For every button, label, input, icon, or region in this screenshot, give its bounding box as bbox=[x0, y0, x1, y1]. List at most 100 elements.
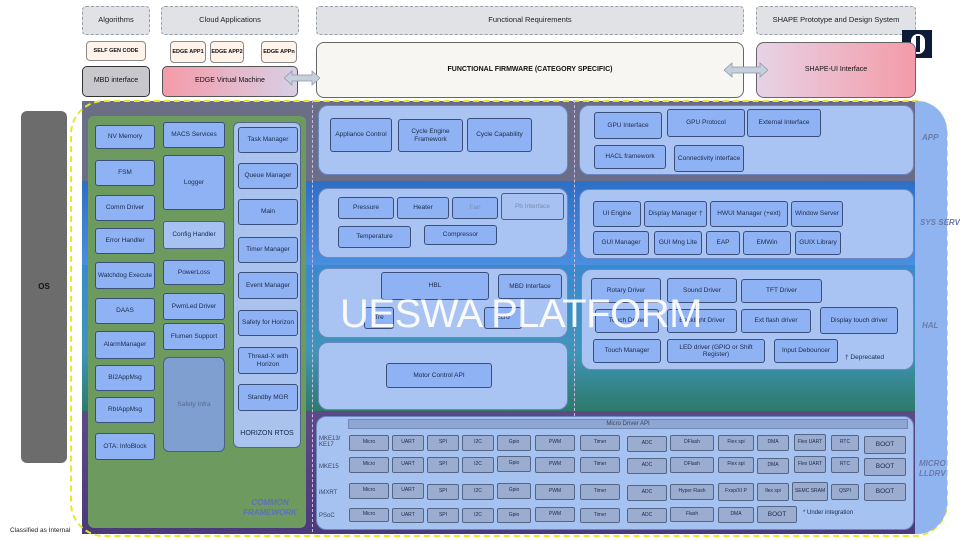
micro-cell: Micro bbox=[349, 483, 389, 499]
micro-cell: Micro bbox=[349, 435, 389, 451]
connectivity-interface: Connectivity interface bbox=[674, 145, 744, 172]
micro-cell: SPI bbox=[427, 435, 459, 451]
micro-cell: Timer bbox=[580, 457, 620, 473]
micro-cell: Flash bbox=[670, 507, 714, 522]
self-gen-code: SELF GEN CODE bbox=[86, 41, 146, 61]
os-block: OS bbox=[21, 111, 67, 463]
rotary-driver: Rotary Driver bbox=[591, 278, 661, 303]
queue-manager: Queue Manager bbox=[238, 163, 298, 189]
micro-cell: SEMC SRAM bbox=[792, 482, 828, 501]
micro-cell: Micro bbox=[349, 457, 389, 473]
micro-cell: UART bbox=[392, 483, 424, 499]
edge-app2: EDGE APP2 bbox=[210, 41, 244, 63]
micro-driver-api: Micro Driver API bbox=[348, 419, 908, 429]
tft-driver: TFT Driver bbox=[741, 279, 822, 303]
window-server: Window Server bbox=[791, 201, 843, 227]
micro-cell: Timer bbox=[580, 435, 620, 451]
micro-cell: DMA bbox=[757, 435, 789, 451]
bi2appmsg: BI2AppMsg bbox=[95, 365, 155, 391]
config-handler: Config Handler bbox=[163, 221, 225, 249]
input-debouncer: Input Debouncer bbox=[774, 339, 838, 363]
micro-cell: I2C bbox=[462, 457, 494, 473]
micro-cell: UART bbox=[392, 508, 424, 523]
micro-cell: I2C bbox=[462, 508, 494, 523]
mbd-interface-hal: MBD Interface bbox=[498, 274, 562, 299]
header-functional-requirements: Functional Requirements bbox=[316, 6, 744, 35]
micro-cell: DMA bbox=[757, 458, 789, 474]
row-label-imxrt: iMXRT bbox=[319, 490, 338, 496]
micro-cell: Gpio bbox=[497, 435, 531, 451]
gpu-interface: GPU Interface bbox=[594, 112, 662, 139]
micro-cell-boot: BOOT bbox=[757, 506, 797, 523]
micro-cell: ADC bbox=[627, 485, 667, 501]
temperature: Temperature bbox=[338, 226, 411, 248]
micro-cell: I2C bbox=[462, 435, 494, 451]
micro-cell: Gpio bbox=[497, 508, 531, 523]
divider bbox=[574, 100, 575, 416]
footer-classification: Classified as Internal bbox=[10, 527, 71, 534]
compressor: Compressor bbox=[424, 225, 497, 245]
edge-appn: EDGE APPn bbox=[261, 41, 297, 63]
micro-cell: PWM bbox=[535, 484, 575, 500]
micro-cell: SPI bbox=[427, 484, 459, 500]
display-manager: Display Manager † bbox=[644, 201, 707, 227]
micro-cell: Gpio bbox=[497, 483, 531, 499]
micro-cell: flex spi bbox=[757, 483, 789, 501]
layer-label-app: APP bbox=[922, 133, 939, 142]
micro-cell: I2C bbox=[462, 484, 494, 500]
backlight-driver: Backlight Driver bbox=[667, 309, 737, 333]
horizon-rtos-label: HORIZON RTOS bbox=[240, 429, 294, 437]
external-interface: External Interface bbox=[747, 109, 821, 137]
micro-cell: DFlash bbox=[670, 435, 714, 451]
micro-cell: DFlash bbox=[670, 457, 714, 473]
micro-cell: RTC bbox=[831, 435, 859, 451]
functional-firmware: FUNCTIONAL FIRMWARE (CATEGORY SPECIFIC) bbox=[316, 42, 744, 98]
micro-cell: PWM bbox=[535, 457, 575, 473]
micro-cell: Fxsp/XI P bbox=[718, 483, 754, 501]
event-manager: Event Manager bbox=[238, 272, 298, 299]
header-shape: SHAPE Prototype and Design System bbox=[756, 6, 916, 35]
emwin: EMWin bbox=[743, 231, 791, 255]
safety-infra: Safety Infra bbox=[163, 357, 225, 452]
task-manager: Task Manager bbox=[238, 127, 298, 153]
layer-label-band bbox=[915, 101, 947, 534]
divider bbox=[312, 100, 313, 532]
micro-cell-boot: BOOT bbox=[864, 458, 906, 476]
daas: DAAS bbox=[95, 298, 155, 324]
double-arrow-icon bbox=[284, 70, 320, 86]
micro-cell: Hyper Flash bbox=[670, 484, 714, 500]
micro-cell: DMA bbox=[718, 507, 754, 523]
header-cloud-applications: Cloud Applications bbox=[161, 6, 299, 35]
standby-mgr: Standby MGR bbox=[238, 384, 298, 411]
row-label-mke15: MKE15 bbox=[319, 464, 339, 470]
nv-memory: NV Memory bbox=[95, 125, 155, 149]
gpu-protocol: GPU Protocol bbox=[667, 109, 745, 137]
timer-manager: Timer Manager bbox=[238, 237, 298, 263]
edge-app1: EDGE APP1 bbox=[170, 41, 206, 63]
micro-cell: Micro bbox=[349, 508, 389, 522]
safety-for-horizon: Safety for Horizon bbox=[238, 310, 298, 336]
ui-engine: UI Engine bbox=[593, 201, 641, 227]
heater: Heater bbox=[397, 197, 449, 219]
hwui-manager: HWUI Manager (+ext) bbox=[710, 201, 788, 227]
fsm: FSM bbox=[95, 160, 155, 186]
powerloss: PowerLoss bbox=[163, 260, 225, 285]
micro-cell: Timer bbox=[580, 484, 620, 500]
cycle-engine-framework: Cycle Engine Framework bbox=[398, 119, 463, 152]
header-algorithms: Algorithms bbox=[82, 6, 150, 35]
touch-driver: Touch Driver bbox=[595, 309, 659, 333]
shape-ui-interface: SHAPE-UI Interface bbox=[756, 42, 916, 98]
deprecated-note: † Deprecated bbox=[845, 354, 885, 361]
ecro: Ecro bbox=[484, 307, 522, 329]
main: Main bbox=[238, 199, 298, 225]
error-handler: Error Handler bbox=[95, 228, 155, 254]
mbd-interface-top: MBD interface bbox=[82, 66, 150, 97]
micro-cell: Gpio bbox=[497, 456, 531, 472]
micro-cell: ADC bbox=[627, 436, 667, 452]
micro-cell: PWM bbox=[535, 507, 575, 522]
micro-cell-boot: BOOT bbox=[864, 436, 906, 454]
row-label-psoc: PSoC bbox=[319, 513, 335, 519]
micro-cell: SPI bbox=[427, 508, 459, 523]
under-integration-note: * Under integration bbox=[803, 510, 854, 516]
micro-cell: Flex spi bbox=[718, 435, 754, 451]
